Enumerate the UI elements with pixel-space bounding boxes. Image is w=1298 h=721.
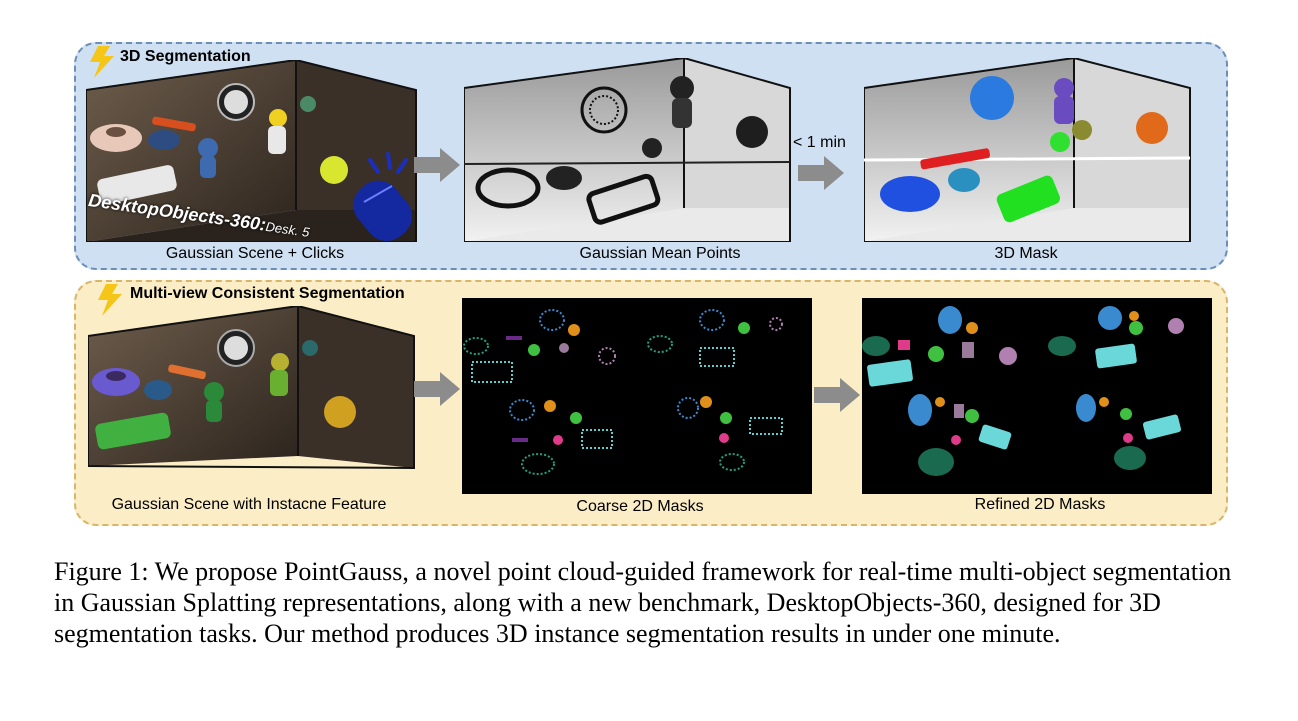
section-title-3d-segmentation: 3D Segmentation [120,48,251,65]
section-title-multi-view: Multi-view Consistent Segmentation [130,285,405,302]
time-label: < 1 min [793,134,846,151]
3d-mask-image [864,58,1191,242]
gaussian-scene-image [86,60,417,242]
caption-gaussian-mean-points: Gaussian Mean Points [579,245,741,262]
dataset-sub: Desk. 5 [264,218,311,240]
caption-refined-2d-masks: Refined 2D Masks [974,496,1106,513]
caption-coarse-2d-masks: Coarse 2D Masks [576,498,704,515]
caption-gaussian-scene-instance-feature: Gaussian Scene with Instacne Feature [111,496,387,513]
lightning-icon [90,46,114,78]
coarse-2d-masks-image [462,298,812,494]
mouse-click-icon [353,152,412,241]
arrow-icon [414,148,460,182]
arrow-icon [414,372,460,406]
caption-3d-mask: 3D Mask [994,245,1058,262]
lightning-icon [98,284,122,316]
arrow-icon [798,156,844,190]
arrow-icon [814,378,860,412]
caption-gaussian-scene-clicks: Gaussian Scene + Clicks [165,245,345,262]
gaussian-scene-instance-feature-image [88,306,415,470]
gaussian-mean-points-image [464,58,791,242]
refined-2d-masks-image [862,298,1212,494]
figure-caption: Figure 1: We propose PointGauss, a novel… [54,557,1232,648]
